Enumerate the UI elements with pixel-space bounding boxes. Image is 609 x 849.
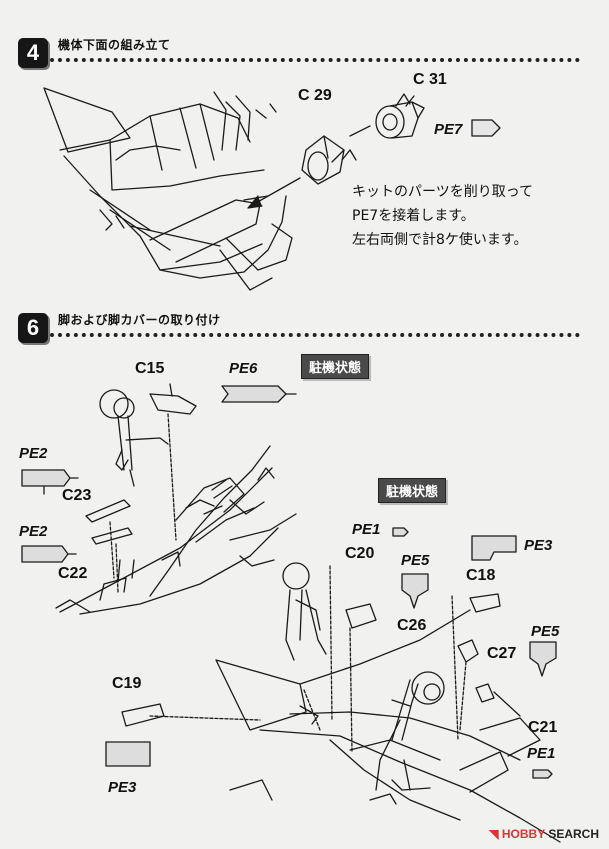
note-line-2: PE7を接着します。 <box>352 208 475 224</box>
note-line-1: キットのパーツを削り取って <box>352 184 534 200</box>
label-c15: C15 <box>135 360 165 377</box>
pe1-b-part <box>532 769 553 779</box>
pe2-a-part <box>21 469 71 487</box>
label-c29: C 29 <box>298 87 332 104</box>
pe7-part <box>471 119 501 137</box>
watermark-part2: SEARCH <box>548 827 599 841</box>
step-4-note: キットのパーツを削り取って PE7を接着します。 左右両側で計8ケ使います。 <box>352 180 533 252</box>
pe6-part <box>221 385 287 403</box>
label-pe3-a: PE3 <box>524 537 553 554</box>
step-4-title: 機体下面の組み立て <box>58 38 171 52</box>
label-c27: C27 <box>487 645 517 662</box>
label-c31: C 31 <box>413 71 447 88</box>
c18-part <box>469 593 501 613</box>
step-4-aircraft-drawing <box>43 87 293 291</box>
c15-cover <box>149 393 197 415</box>
label-c22: C22 <box>58 565 88 582</box>
label-pe1-a: PE1 <box>352 521 381 538</box>
parked-tag-2: 駐機状態 <box>378 478 447 503</box>
pe5-a-part <box>401 573 429 609</box>
watermark: ◥ HOBBY SEARCH <box>489 827 599 841</box>
step-6-divider <box>50 333 580 337</box>
parked-tag-1: 駐機状態 <box>301 354 370 379</box>
pe3-b-part <box>105 741 151 767</box>
label-pe3-b: PE3 <box>108 779 137 796</box>
label-pe2-a: PE2 <box>19 445 48 462</box>
c23-part <box>85 499 131 523</box>
c22-part <box>91 527 133 545</box>
main-gear-left <box>282 562 327 661</box>
label-pe6: PE6 <box>229 360 258 377</box>
label-c19: C19 <box>112 675 142 692</box>
pe2-b-part <box>21 545 69 563</box>
c31-part <box>375 93 425 139</box>
label-pe5-b: PE5 <box>531 623 560 640</box>
c29-part <box>301 135 357 185</box>
main-gear-right <box>375 671 445 791</box>
note-line-3: 左右両側で計8ケ使います。 <box>352 232 528 248</box>
c15-nose-gear <box>99 389 169 487</box>
c26-part <box>345 603 377 629</box>
c19-part <box>121 703 165 727</box>
label-pe5-a: PE5 <box>401 552 430 569</box>
label-c26: C26 <box>397 617 427 634</box>
step-6-aircraft-lower <box>215 609 561 843</box>
label-c23: C23 <box>62 487 92 504</box>
c21-part <box>475 683 495 703</box>
step-6-title: 脚および脚カバーの取り付け <box>58 313 221 327</box>
pe5-b-part <box>529 641 557 677</box>
c27-part <box>457 639 479 663</box>
step-4-badge: 4 <box>18 38 48 68</box>
label-pe1-b: PE1 <box>527 745 556 762</box>
pe3-a-part <box>471 535 517 561</box>
pe1-a-part <box>392 527 409 537</box>
label-c20: C20 <box>345 545 375 562</box>
label-pe7: PE7 <box>434 121 463 138</box>
step-4-divider <box>50 58 580 62</box>
label-c21: C21 <box>528 719 558 736</box>
step-6-badge: 6 <box>18 313 48 343</box>
step-6-aircraft-upper <box>55 445 297 615</box>
watermark-part1: HOBBY <box>501 827 545 841</box>
label-pe2-b: PE2 <box>19 523 48 540</box>
hobby-logo-icon: ◥ <box>489 827 499 841</box>
label-c18: C18 <box>466 567 496 584</box>
